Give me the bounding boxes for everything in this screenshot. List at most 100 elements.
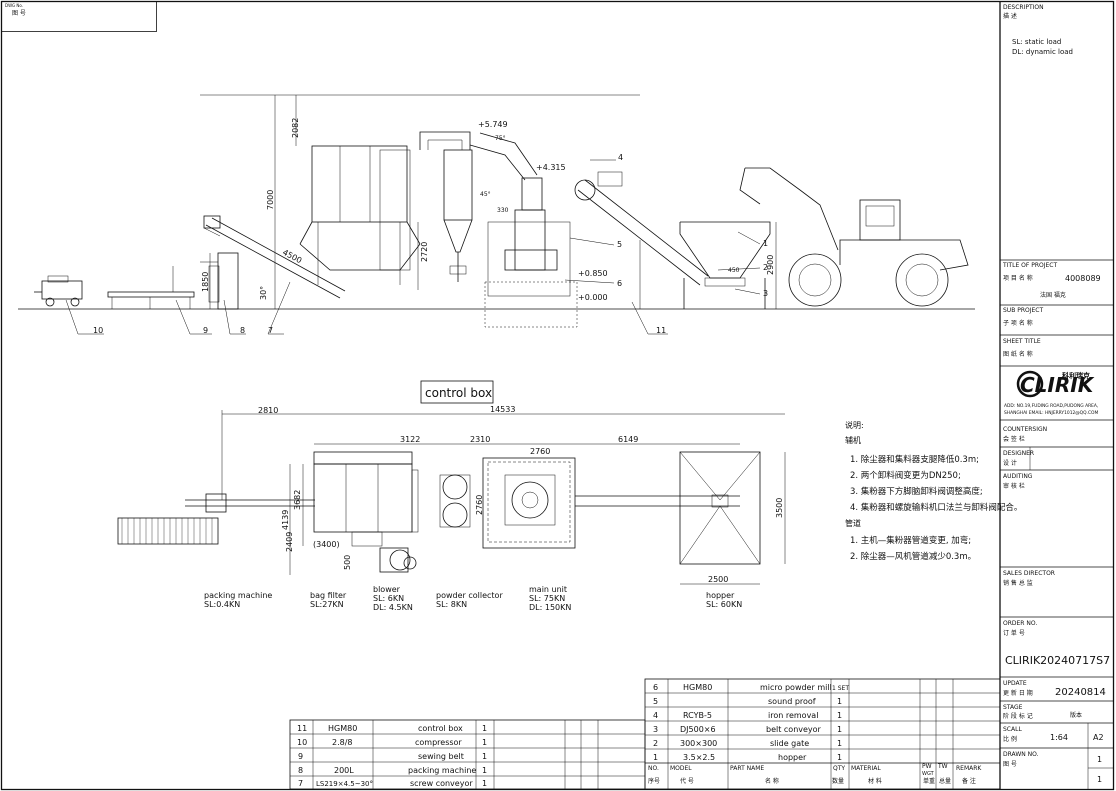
bom-h-qty-cn: 数量 xyxy=(832,777,844,785)
label-bag-filter-sl: SL:27KN xyxy=(310,600,344,609)
bom-h-qty: QTY xyxy=(833,765,845,772)
bom-r-model-3: DJ500×6 xyxy=(680,725,716,734)
sales-director-label: SALES DIRECTOR xyxy=(1003,570,1055,577)
dim-small-a: 75° xyxy=(495,135,506,142)
bom-l-model-4: LS219×4.5~30° xyxy=(316,780,373,788)
label-blower-sl: SL: 6KN xyxy=(373,594,404,603)
bom-l-qty-2: 1 xyxy=(482,752,487,761)
bom-l-no-4: 7 xyxy=(298,779,303,788)
note-2-1: 1. 主机—集粉器管道变更, 加弯; xyxy=(850,535,971,546)
notes-sub-1: 辅机 xyxy=(845,435,861,445)
title-block: DESCRIPTION 描 述 SL: static load DL: dyna… xyxy=(1000,4,1113,789)
bom-r-name-4: slide gate xyxy=(770,739,809,748)
note-1-4: 4. 集粉器和螺旋输料机口法兰与卸料阀配合。 xyxy=(850,502,1022,513)
bom-r-name-1: sound proof xyxy=(768,697,816,706)
note-1-3: 3. 集粉器下方脚脑卸料阀调整高度; xyxy=(850,486,983,497)
description-line-2: DL: dynamic load xyxy=(1012,48,1073,56)
dim-6149: 6149 xyxy=(618,435,638,444)
sales-director-cn: 销 售 总 监 xyxy=(1003,579,1033,587)
sub-project-cn: 子 项 名 称 xyxy=(1003,319,1033,327)
stage-label: STAGE xyxy=(1003,704,1023,711)
note-2-2: 2. 除尘器—风机管道减少0.3m。 xyxy=(850,551,976,562)
dim-3682: 3682 xyxy=(293,490,302,510)
control-box-label: control box xyxy=(425,386,492,400)
compressor xyxy=(34,275,83,307)
scale-value: 1:64 xyxy=(1050,733,1068,742)
bom-h-pw-cn: 单重 xyxy=(923,777,935,785)
bom-r-qty-0: 1 SET xyxy=(832,685,849,692)
bom-l-qty-3: 1 xyxy=(482,766,487,775)
dim-2810: 2810 xyxy=(258,406,278,415)
sub-project-label: SUB PROJECT xyxy=(1003,307,1043,314)
label-powder-collector-sl: SL: 8KN xyxy=(436,600,467,609)
bom-r-name-3: belt conveyor xyxy=(766,725,822,734)
scall-label: SCALL xyxy=(1003,726,1022,733)
description-label: DESCRIPTION xyxy=(1003,4,1044,11)
auditing-label: AUDITING xyxy=(1003,473,1033,480)
callout-5: 5 xyxy=(617,240,622,249)
stage-value: 版本 xyxy=(1070,711,1082,719)
dim-2720: 2720 xyxy=(420,242,429,262)
dim-2310: 2310 xyxy=(470,435,490,444)
bom-l-name-3: packing machine xyxy=(408,766,476,775)
bom-h-model: MODEL xyxy=(670,765,692,772)
bom-r-no-4: 2 xyxy=(653,739,658,748)
bom-r-name-2: iron removal xyxy=(768,711,818,720)
dim-2760b: 2760 xyxy=(475,495,484,515)
logo-cn: 科利瑞克 xyxy=(1062,371,1090,380)
bom-r-no-0: 6 xyxy=(653,683,658,692)
bom-h-pw: PW xyxy=(922,763,932,770)
belt-conveyor-plan xyxy=(575,495,740,507)
update-date: 20240814 xyxy=(1055,687,1106,698)
elev-0000: +0.000 xyxy=(578,293,608,302)
blower-plan xyxy=(379,547,417,573)
elev-5749: +5.749 xyxy=(478,120,508,129)
bom-r-name-0: micro powder mill xyxy=(760,683,832,692)
packing-machine xyxy=(200,252,239,310)
label-main-unit-sl: SL: 75KN xyxy=(529,594,565,603)
bom-r-model-2: RCYB-5 xyxy=(683,711,712,720)
elev-4315: +4.315 xyxy=(536,163,566,172)
dwg-no-cn: 图 号 xyxy=(12,10,26,17)
label-main-unit-dl: DL: 150KN xyxy=(529,603,571,612)
corner-dwg-box: DWG No. 图 号 xyxy=(1,1,157,32)
label-main-unit: main unit xyxy=(529,585,567,594)
sheet-title-cn: 图 纸 名 称 xyxy=(1003,350,1033,358)
bom-r-qty-5: 1 xyxy=(837,753,842,762)
bom-r-no-2: 4 xyxy=(653,711,658,720)
main-unit-elev xyxy=(484,177,578,328)
elevation-view: 2082 7000 2720 2900 1850 4500 30° +5.749… xyxy=(18,94,975,335)
notes-title: 说明: xyxy=(845,420,864,430)
bom-l-no-1: 10 xyxy=(297,738,307,747)
bom-left-table: 11 HGM80 control box 1 10 2.8/8 compress… xyxy=(289,719,646,790)
hopper-plan xyxy=(679,451,761,565)
belt-conveyor-elev xyxy=(574,171,709,309)
callout-1: 1 xyxy=(763,239,768,248)
powder-collector-plan xyxy=(439,474,471,528)
bom-r-model-4: 300×300 xyxy=(680,739,717,748)
bom-h-part: PART NAME xyxy=(730,765,764,772)
bom-h-material: MATERIAL xyxy=(851,765,881,772)
dim-2082: 2082 xyxy=(291,118,300,138)
bom-h-tw-cn: 总量 xyxy=(939,777,951,785)
designer-cn: 设 计 xyxy=(1003,459,1017,467)
drawn-no-value: 1 xyxy=(1097,755,1102,764)
bom-l-name-2: sewing belt xyxy=(418,752,464,761)
bom-h-tw: TW xyxy=(937,763,948,770)
label-blower-dl: DL: 4.5KN xyxy=(373,603,413,612)
callout-leaders xyxy=(65,159,761,335)
note-1-2: 2. 两个卸料阀变更为DN250; xyxy=(850,470,961,481)
bom-h-part-cn: 名 称 xyxy=(765,777,779,785)
ducts xyxy=(419,131,538,181)
bom-l-no-3: 8 xyxy=(298,766,303,775)
callout-10: 10 xyxy=(93,326,103,335)
elev-0850: +0.850 xyxy=(578,269,608,278)
notes-sub-2: 管道 xyxy=(845,518,861,528)
callout-7: 7 xyxy=(268,326,273,335)
main-unit-plan xyxy=(482,457,576,549)
label-bag-filter: bag filter xyxy=(310,591,347,600)
bag-filter xyxy=(299,145,421,285)
drawn-no-label: DRAWN NO. xyxy=(1003,751,1039,758)
bom-right-table: 6 HGM80 micro powder mill 1 SET 5 sound … xyxy=(644,678,1001,790)
countersign-label: COUNTERSIGN xyxy=(1003,426,1047,433)
